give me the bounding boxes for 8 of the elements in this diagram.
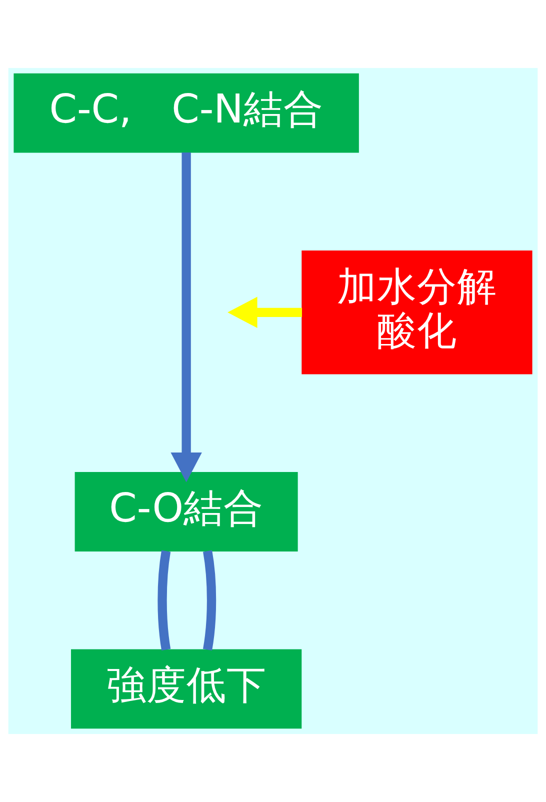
arrow <box>170 152 202 482</box>
node-box: C-O結合 <box>74 472 298 552</box>
connector <box>202 550 216 650</box>
node-box: 強度低下 <box>70 649 302 729</box>
node-box: 加水分解 酸化 <box>302 250 532 374</box>
arrow <box>228 296 302 328</box>
node-box: C-C, C-N結合 <box>14 73 359 153</box>
connector <box>158 550 171 650</box>
